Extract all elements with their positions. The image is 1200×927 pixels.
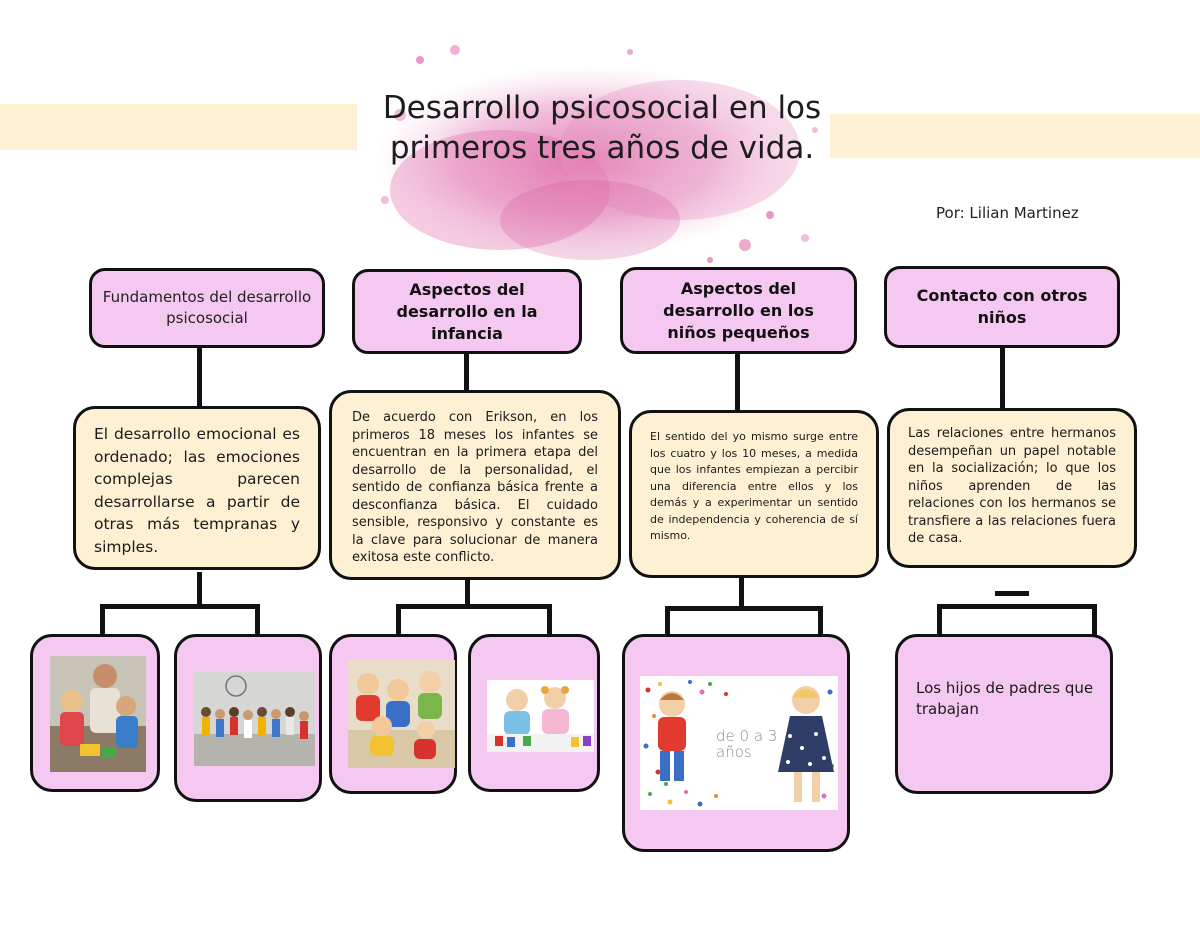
right-banner [830, 114, 1200, 158]
connector [665, 606, 670, 636]
connector [100, 604, 105, 636]
connector [255, 604, 260, 636]
connector [937, 604, 1097, 609]
header-contacto: Contacto con otros niños [884, 266, 1120, 348]
description-infancia: De acuerdo con Erikson, en los primeros … [329, 390, 621, 580]
header-fundamentos: Fundamentos del desarrollo psicosocial [89, 268, 325, 348]
photo-de-0-a-3-anos: de 0 a 3 años [640, 676, 838, 810]
connector [396, 604, 401, 636]
description-fundamentos: El desarrollo emocional es ordenado; las… [73, 406, 321, 570]
connector [396, 604, 552, 609]
connector [665, 606, 823, 611]
photo-children-group [194, 672, 315, 766]
connector [735, 354, 740, 412]
author-byline: Por: Lilian Martinez [936, 204, 1079, 222]
connector [464, 354, 469, 392]
connector [197, 348, 202, 408]
connector [995, 591, 1029, 596]
left-banner [0, 104, 357, 150]
connector [818, 606, 823, 636]
photo-babies-playing [348, 660, 455, 768]
connector [465, 580, 470, 608]
header-infancia: Aspectos del desarrollo en la infancia [352, 269, 582, 354]
photo-caption: de 0 a 3 años [716, 727, 778, 761]
description-ninos-pequenos: El sentido del yo mismo surge entre los … [629, 410, 879, 578]
description-contacto: Las relaciones entre hermanos desempeñan… [887, 408, 1137, 568]
photo-kids-painting [487, 680, 594, 752]
connector [937, 604, 942, 636]
connector [1000, 348, 1005, 408]
header-ninos-pequenos: Aspectos del desarrollo en los niños peq… [620, 267, 857, 354]
leaf-box [895, 634, 1113, 794]
photo-father-children [50, 656, 146, 772]
connector [547, 604, 552, 636]
watercolor-splash [375, 45, 818, 263]
connector [100, 604, 260, 609]
leaf-text: Los hijos de padres que trabajan [916, 679, 1094, 718]
connector [1092, 604, 1097, 636]
page-title: Desarrollo psicosocial en los primeros t… [382, 90, 822, 166]
connector [739, 578, 744, 610]
connector [197, 572, 202, 608]
